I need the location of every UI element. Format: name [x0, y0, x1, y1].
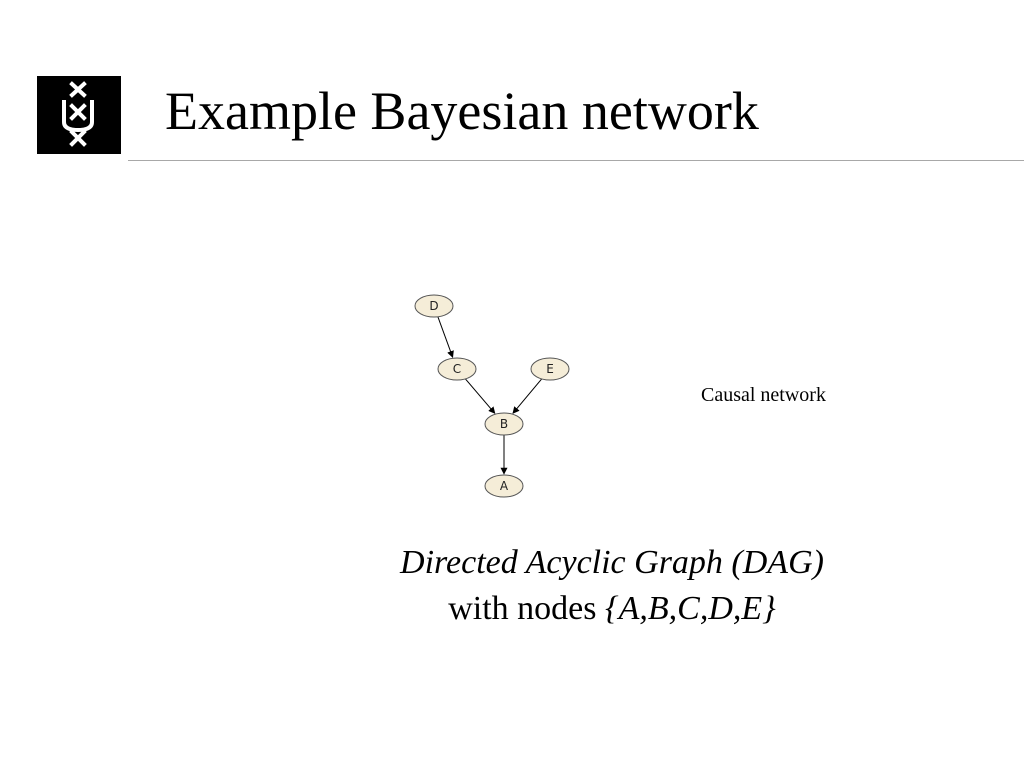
caption-prefix: with nodes	[448, 590, 606, 627]
node-a: A	[484, 474, 524, 498]
node-label: C	[453, 362, 461, 376]
slide-title: Example Bayesian network	[165, 81, 759, 141]
dag-diagram: D C E B A	[400, 285, 590, 515]
dag-svg: D C E B A	[414, 294, 570, 498]
node-label: B	[500, 417, 508, 431]
university-logo	[37, 76, 121, 154]
node-e: E	[530, 357, 570, 381]
caption-node-set: {A,B,C,D,E}	[605, 590, 776, 627]
edge-e-b	[512, 378, 543, 414]
title-divider	[128, 160, 1024, 161]
caption-line-2: with nodes {A,B,C,D,E}	[312, 586, 912, 632]
slide-caption: Directed Acyclic Graph (DAG) with nodes …	[312, 540, 912, 632]
uva-crest-icon	[62, 81, 94, 147]
node-shape	[484, 412, 524, 436]
node-d: D	[414, 294, 454, 318]
node-shape	[437, 357, 477, 381]
node-shape	[414, 294, 454, 318]
caption-line-1: Directed Acyclic Graph (DAG)	[400, 544, 824, 581]
causal-network-label: Causal network	[701, 384, 826, 406]
node-shape	[530, 357, 570, 381]
node-shape	[484, 474, 524, 498]
node-label: D	[429, 299, 438, 313]
node-b: B	[484, 412, 524, 436]
node-label: A	[500, 479, 509, 493]
edge-c-b	[465, 378, 496, 414]
edge-d-c	[437, 316, 454, 358]
node-label: E	[546, 362, 554, 376]
node-c: C	[437, 357, 477, 381]
